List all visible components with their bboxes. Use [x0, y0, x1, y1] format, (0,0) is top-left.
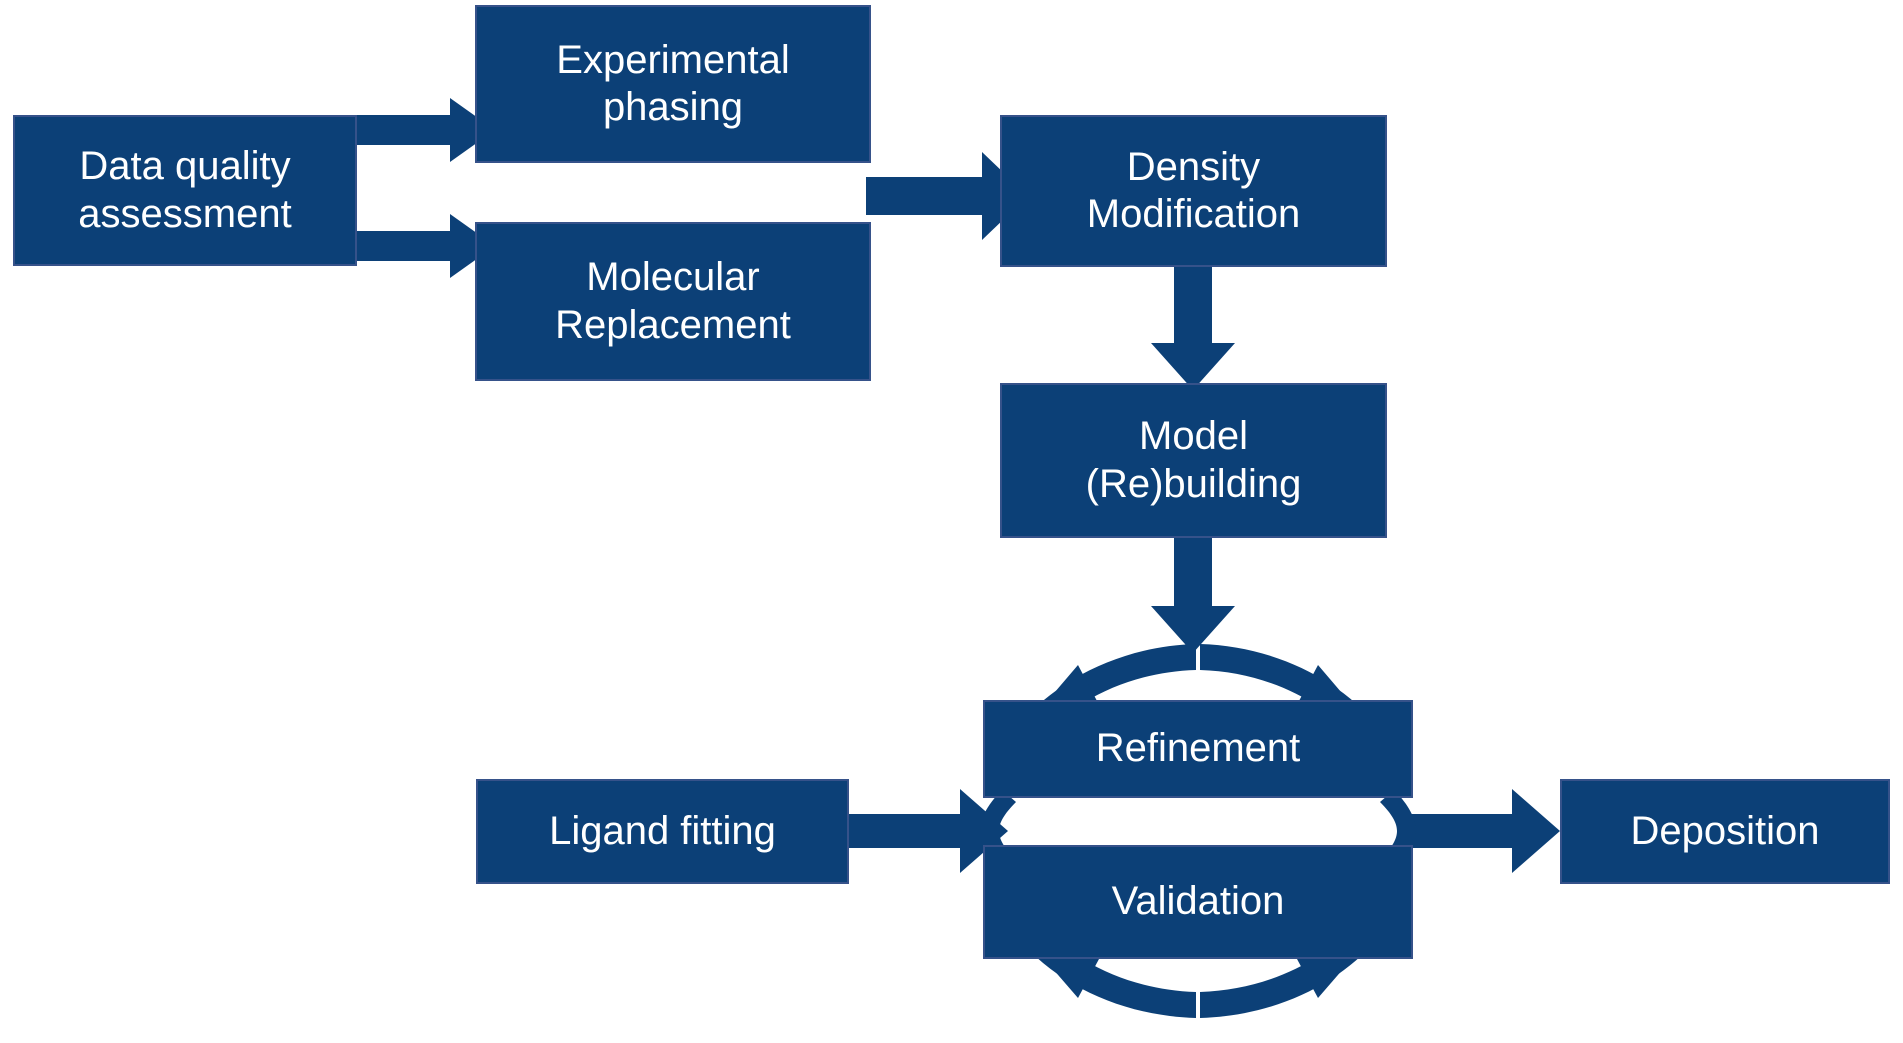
arrow-density-modification-to-model-rebuilding: [1151, 262, 1235, 390]
node-label-ligand-fitting: Ligand fitting: [549, 808, 776, 853]
node-label-experimental-phasing: Experimental phasing: [556, 37, 790, 129]
arrow-model-rebuilding-to-refinement: [1151, 534, 1235, 653]
node-validation[interactable]: Validation: [983, 845, 1413, 959]
node-model-rebuilding[interactable]: Model (Re)building: [1000, 383, 1387, 538]
node-label-molecular-replacement: Molecular Replacement: [555, 255, 791, 347]
node-ligand-fitting[interactable]: Ligand fitting: [476, 779, 849, 884]
node-density-modification[interactable]: Density Modification: [1000, 115, 1387, 267]
node-label-model-rebuilding: Model (Re)building: [1085, 414, 1302, 506]
node-experimental-phasing[interactable]: Experimental phasing: [475, 5, 871, 163]
node-label-data-quality-assessment: Data quality assessment: [78, 144, 292, 236]
node-label-deposition: Deposition: [1630, 808, 1820, 853]
node-label-refinement: Refinement: [1095, 726, 1301, 771]
node-refinement[interactable]: Refinement: [983, 700, 1413, 798]
node-molecular-replacement[interactable]: Molecular Replacement: [475, 222, 871, 381]
node-deposition[interactable]: Deposition: [1560, 779, 1890, 884]
node-label-density-modification: Density Modification: [1086, 144, 1301, 236]
arrow-validation-to-deposition: [1400, 789, 1560, 873]
node-data-quality-assessment[interactable]: Data quality assessment: [13, 115, 357, 266]
node-label-validation: Validation: [1111, 879, 1285, 924]
